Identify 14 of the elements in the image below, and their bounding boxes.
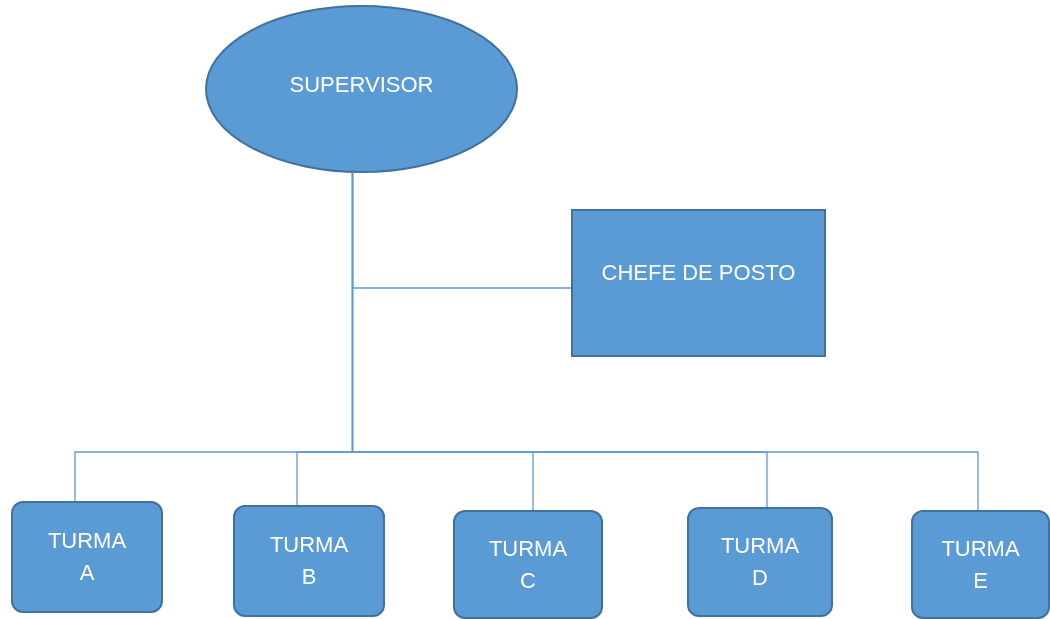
team-box xyxy=(453,510,603,619)
node-label: TURMA C xyxy=(487,534,569,595)
node-label: TURMA E xyxy=(940,534,1021,595)
team-box xyxy=(233,505,385,617)
team-box xyxy=(911,510,1050,619)
node-label: CHEFE DE POSTO xyxy=(601,259,796,287)
team-box xyxy=(687,507,833,617)
team-box xyxy=(11,501,163,613)
node-label: SUPERVISOR xyxy=(289,71,434,99)
process-box xyxy=(571,209,826,357)
node-label: TURMA D xyxy=(719,532,801,592)
node-label: TURMA B xyxy=(268,531,350,591)
node-label: TURMA A xyxy=(46,527,128,587)
connector-line xyxy=(351,172,979,511)
